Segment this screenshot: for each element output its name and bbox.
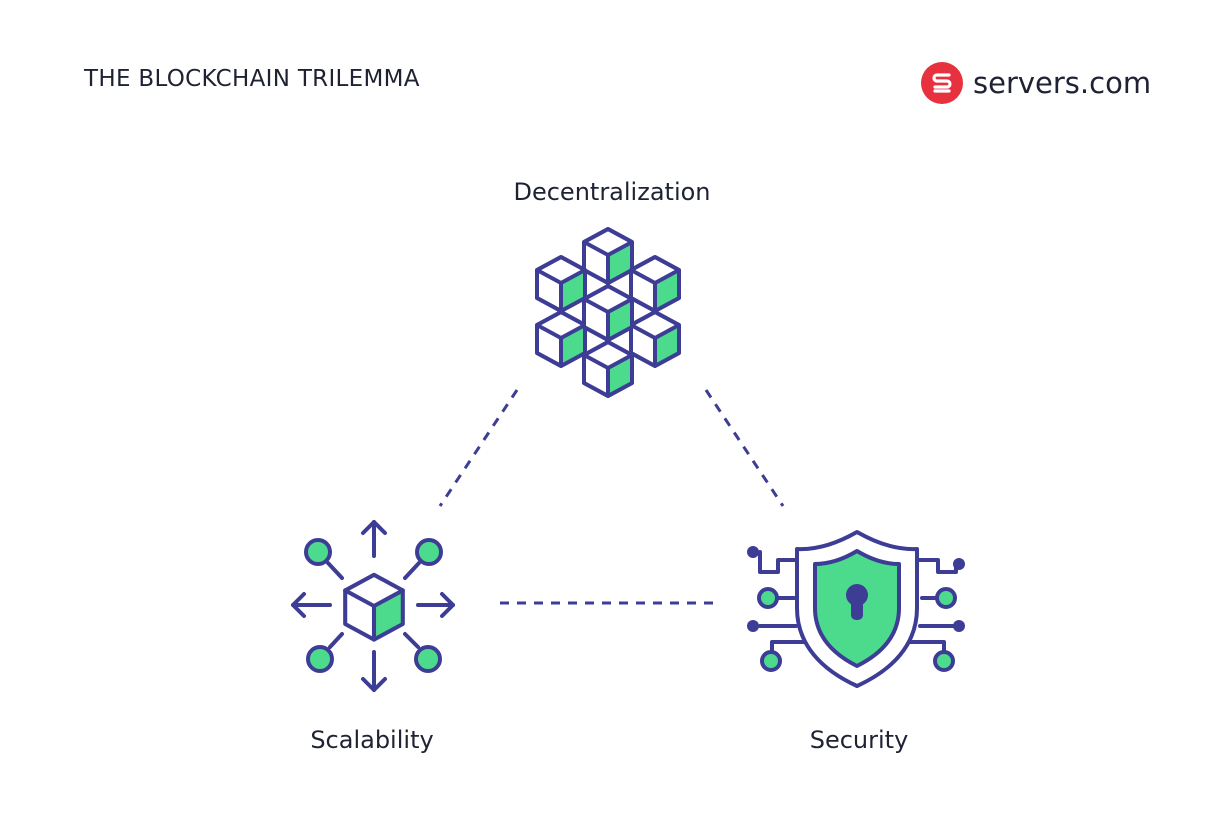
cubes-cluster-icon — [535, 227, 681, 398]
label-scalability: Scalability — [310, 726, 434, 754]
connector-decentralization-security — [704, 389, 785, 507]
page-title: THE BLOCKCHAIN TRILEMMA — [84, 66, 420, 92]
servers-logo-icon — [921, 62, 963, 104]
brand-name: servers.com — [973, 66, 1152, 100]
cube-arrows-icon — [291, 520, 455, 692]
brand-logo[interactable]: servers.com — [921, 61, 1151, 105]
shield-keyhole-icon — [747, 530, 965, 688]
label-decentralization: Decentralization — [513, 178, 711, 206]
connector-decentralization-scalability — [438, 389, 519, 507]
label-security: Security — [809, 726, 909, 754]
